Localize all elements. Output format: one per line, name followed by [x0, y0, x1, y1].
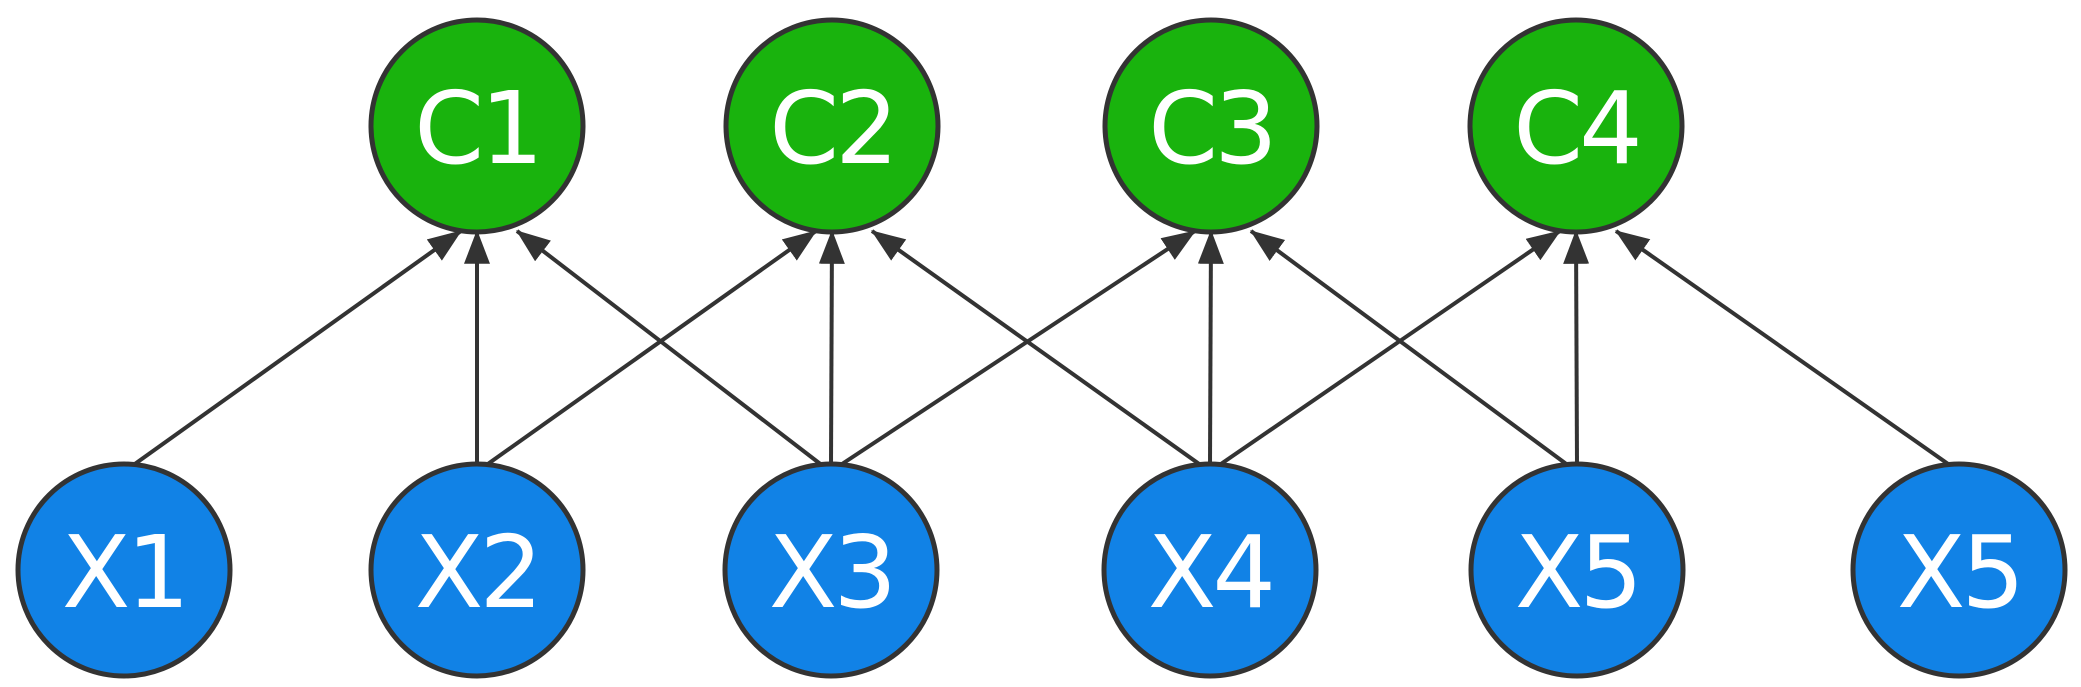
- node-C3-circle: [1102, 17, 1320, 235]
- node-X5b: X5: [1850, 461, 2068, 679]
- node-X2-circle: [368, 461, 586, 679]
- node-X4: X4: [1101, 461, 1319, 679]
- node-C3: C3: [1102, 17, 1320, 235]
- node-X2: X2: [368, 461, 586, 679]
- edge-X1-C1: [130, 229, 463, 468]
- node-X4-circle: [1101, 461, 1319, 679]
- edge-X2-C2: [483, 229, 818, 468]
- node-C1-circle: [368, 17, 586, 235]
- node-C4-circle: [1467, 17, 1685, 235]
- node-C4: C4: [1467, 17, 1685, 235]
- node-C2-circle: [723, 17, 941, 235]
- node-X1-circle: [15, 461, 233, 679]
- edge-X5b-C4: [1614, 229, 1953, 468]
- node-X5b-circle: [1850, 461, 2068, 679]
- node-C2: C2: [723, 17, 941, 235]
- node-X3-circle: [722, 461, 940, 679]
- edge-X4-C3: [1197, 229, 1224, 467]
- edge-X3-C2: [818, 229, 845, 467]
- edges-layer: [130, 229, 1953, 468]
- node-X5-circle: [1468, 461, 1686, 679]
- edge-X4-C2: [870, 229, 1204, 468]
- node-X1: X1: [15, 461, 233, 679]
- node-X3: X3: [722, 461, 940, 679]
- node-C1: C1: [368, 17, 586, 235]
- edge-X5-C3: [1249, 229, 1571, 468]
- node-X5: X5: [1468, 461, 1686, 679]
- edge-X5-C4: [1563, 229, 1590, 467]
- edge-X3-C3: [837, 229, 1197, 468]
- edge-X4-C4: [1216, 229, 1562, 468]
- edge-X3-C1: [515, 229, 825, 468]
